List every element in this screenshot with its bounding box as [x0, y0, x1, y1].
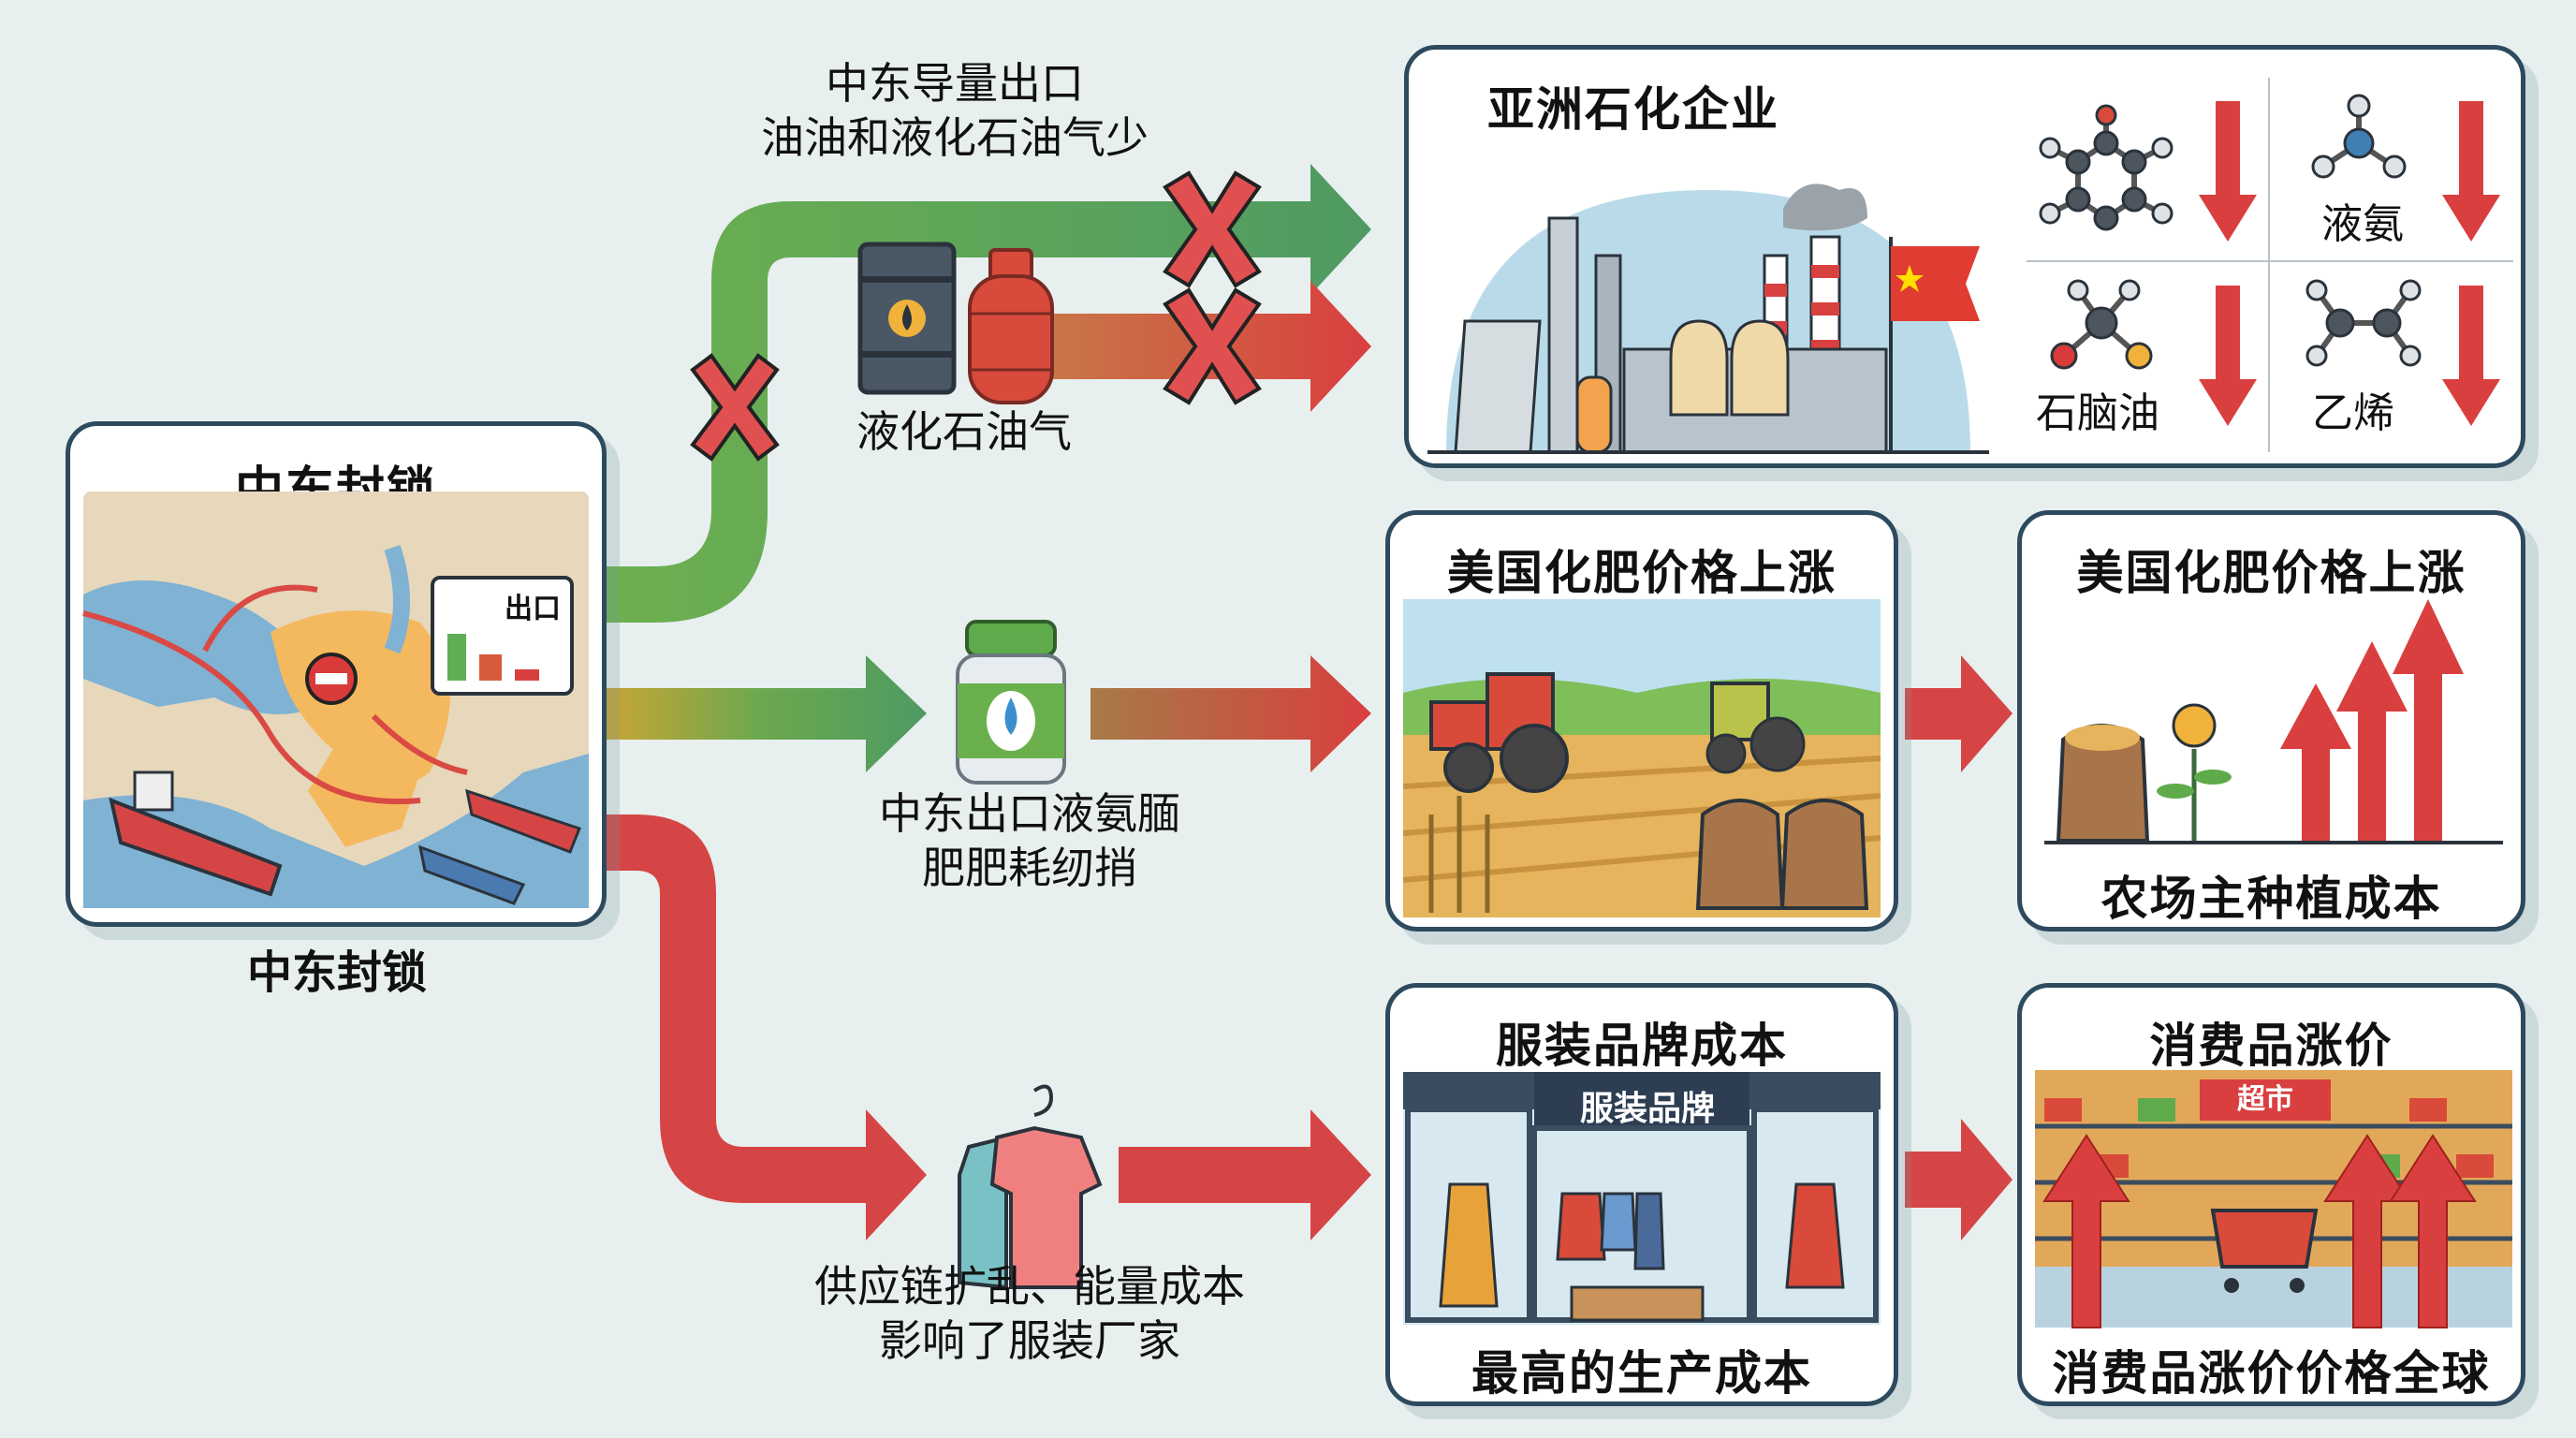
- farm-cost-illustration: [2044, 599, 2503, 844]
- petrochem-panel: 亚洲石化企业: [1404, 45, 2525, 468]
- fertilizer-inflow-arrow: [604, 655, 927, 772]
- refinery-illustration: [1427, 183, 1989, 454]
- apparel-cost-panel: 服装品牌成本 服装品牌 最高的生产成本: [1385, 983, 1898, 1406]
- clothing-hanger-icon: [958, 1084, 1103, 1290]
- seedling-icon: [2157, 703, 2232, 841]
- tanker-ship-icon: [465, 788, 581, 854]
- ammonia-molecule-icon: [2311, 94, 2407, 179]
- product-cell: [2027, 78, 2268, 260]
- fertilizer-outflow-arrow: [1090, 655, 1371, 772]
- farm-cost-panel-title: 美国化肥价格上涨: [2076, 546, 2466, 600]
- source-caption: 中东封锁: [246, 946, 427, 999]
- apparel-label-line1: 供应链扩乱、能量成本: [814, 1261, 1245, 1312]
- down-trend-arrow-icon: [2199, 101, 2257, 242]
- down-trend-arrow-icon: [2442, 286, 2500, 426]
- clothing-store-illustration: [1403, 1072, 1881, 1325]
- tanker-ship-icon: [109, 770, 283, 897]
- rising-cost-arrows-icon: [2280, 599, 2464, 841]
- consumer-panel-caption: 消费品涨价价格全球: [2052, 1346, 2491, 1401]
- middle-east-map: [82, 492, 589, 908]
- fertilizer-panel-title: 美国化肥价格上涨: [1447, 546, 1837, 600]
- apparel-label-line2: 影响了服装厂家: [879, 1315, 1180, 1366]
- wheat-icon: [1428, 796, 1490, 913]
- export-decline-chart-badge: 出口: [431, 576, 574, 696]
- petrochem-title: 亚洲石化企业: [1487, 82, 1779, 137]
- tanker-ship-icon: [418, 844, 526, 905]
- rising-price-arrows-icon: [2042, 1134, 2477, 1328]
- ethylene-molecule-icon: [2305, 279, 2422, 367]
- product-cell: 石脑油: [2027, 262, 2268, 449]
- supermarket-sign: 超市: [2200, 1079, 2331, 1121]
- lpg-item-label: 液化石油气: [856, 406, 1072, 457]
- lpg-cylinder-icon: [968, 248, 1054, 404]
- farm-cost-panel: 美国化肥价格上涨 农场主种植成本: [2017, 510, 2525, 932]
- fertilizer-jar-icon: [956, 620, 1066, 785]
- oil-lpg-flow-label: 中东导量出口 油油和液化石油气少: [721, 56, 1189, 165]
- grain-sack-icon: [2056, 724, 2150, 843]
- oil-barrel-icon: [857, 242, 957, 395]
- consumer-panel-title: 消费品涨价: [2149, 1019, 2393, 1073]
- shopping-cart-icon: [2210, 1209, 2319, 1293]
- down-trend-arrow-icon: [2442, 101, 2500, 242]
- product-grid: 液氨 石脑油 乙烯: [2027, 78, 2513, 452]
- product-cell: 乙烯: [2270, 262, 2511, 449]
- oil-lpg-label-line2: 油油和液化石油气少: [761, 112, 1149, 163]
- farm-cost-caption: 农场主种植成本: [2100, 872, 2442, 926]
- red-tractor-icon: [1429, 672, 1569, 793]
- naphtha-molecule-icon: [2050, 279, 2153, 370]
- apparel-outflow-arrow: [1119, 1109, 1371, 1240]
- consumer-price-panel: 消费品涨价 超市 消费品涨价价格全球: [2017, 983, 2525, 1406]
- blocked-x-icon: [1163, 287, 1262, 405]
- fertilizer-flow-label: 中东出口液氨腼 肥肥耗纫捎: [842, 786, 1217, 895]
- phenol-molecule-icon: [2039, 104, 2174, 231]
- blocked-x-icon: [1163, 170, 1262, 288]
- apparel-panel-title: 服装品牌成本: [1496, 1019, 1788, 1073]
- source-panel: 中东封锁 出口: [66, 421, 607, 927]
- blocked-x-icon: [690, 353, 780, 462]
- oil-lpg-label-line1: 中东导量出口: [826, 58, 1084, 109]
- green-tractor-icon: [1705, 682, 1806, 774]
- china-flag-icon: [1889, 237, 1980, 452]
- fertilizer-price-panel: 美国化肥价格上涨: [1385, 510, 1898, 932]
- down-trend-arrow-icon: [2199, 286, 2257, 426]
- product-name: 石脑油: [2036, 389, 2159, 437]
- no-entry-icon: [305, 653, 358, 705]
- store-sign: 服装品牌: [1579, 1090, 1715, 1128]
- farm-field-illustration: [1402, 599, 1881, 917]
- fertilizer-label-line2: 肥肥耗纫捎: [922, 843, 1137, 893]
- apparel-panel-caption: 最高的生产成本: [1471, 1346, 1812, 1401]
- export-badge-label: 出口: [505, 593, 561, 625]
- product-cell: 液氨: [2270, 78, 2511, 260]
- product-name: 乙烯: [2312, 389, 2394, 437]
- apparel-flow-arrow: [604, 814, 927, 1240]
- farm-cost-connector-arrow: [1905, 655, 2012, 772]
- fertilizer-label-line1: 中东出口液氨腼: [879, 788, 1180, 839]
- apparel-flow-label: 供应链扩乱、能量成本 影响了服装厂家: [777, 1259, 1282, 1368]
- product-name: 液氨: [2321, 200, 2404, 248]
- consumer-price-connector-arrow: [1905, 1119, 2012, 1240]
- grain-sack-icon: [1695, 799, 1869, 910]
